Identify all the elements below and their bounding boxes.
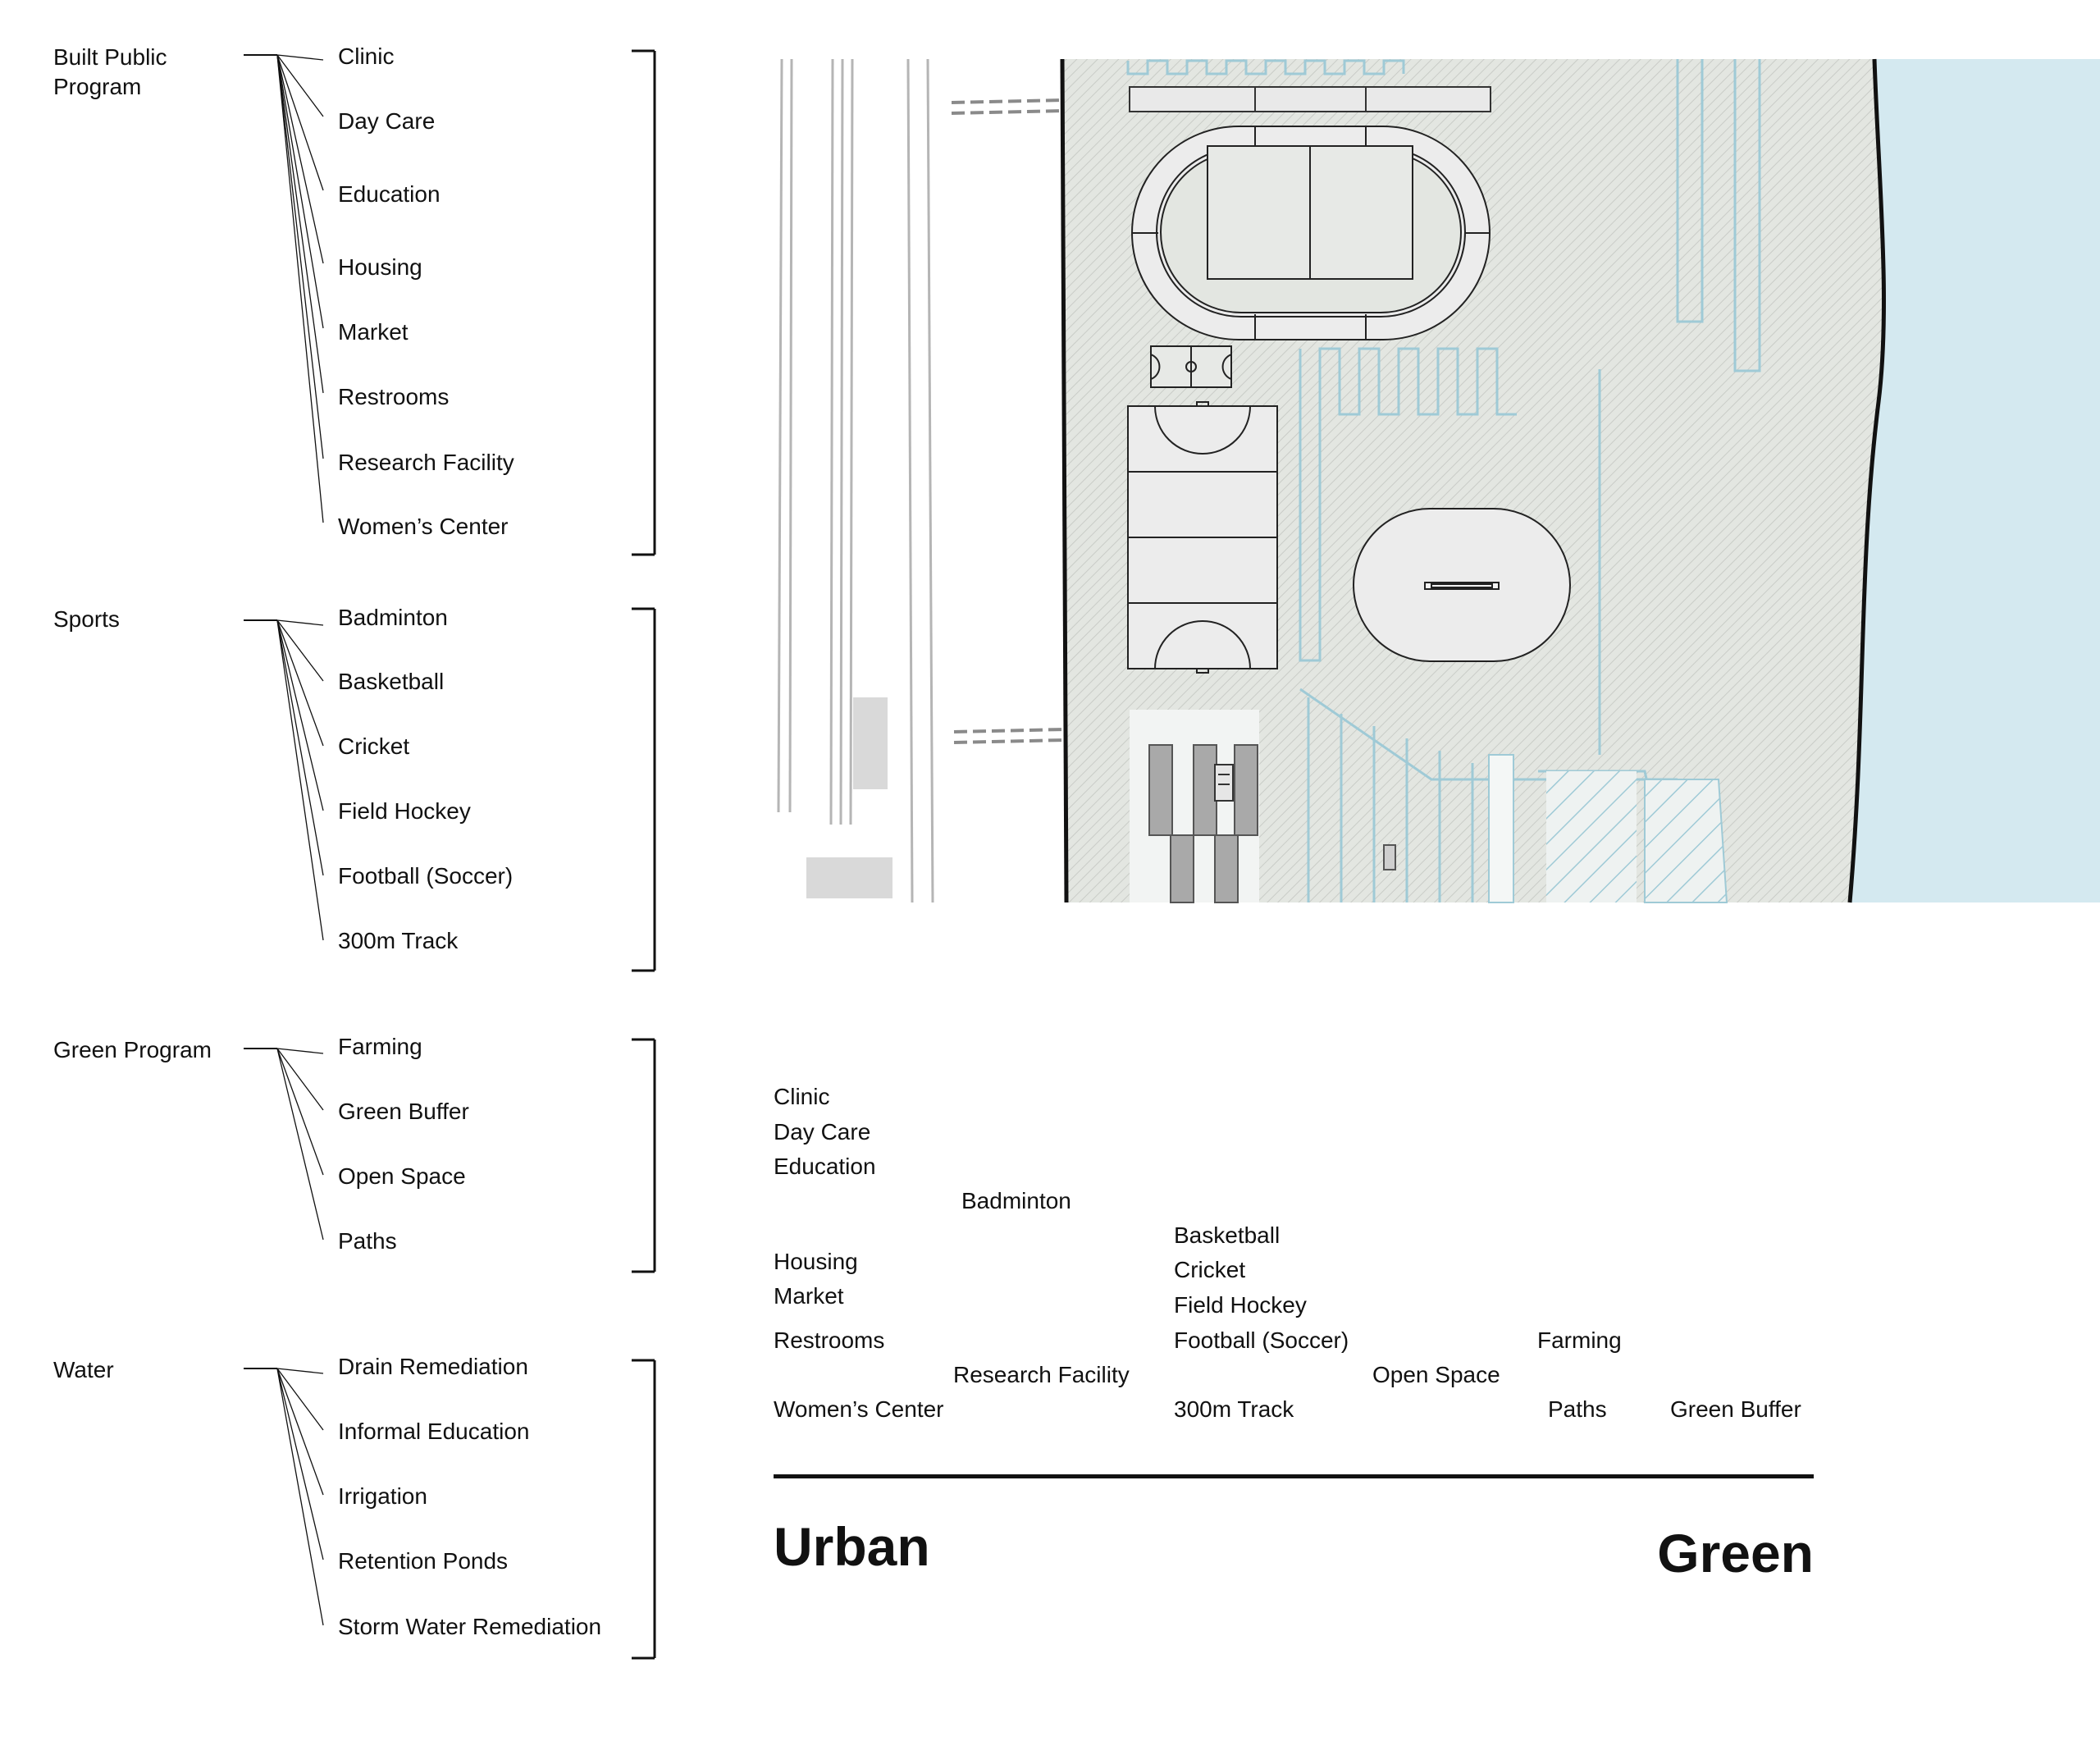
connector-line xyxy=(276,1368,324,1496)
spectrum-item: Cricket xyxy=(1174,1257,1246,1282)
connector-line xyxy=(276,54,324,61)
taxonomy-item: Green Buffer xyxy=(338,1099,469,1124)
bridge xyxy=(951,98,1065,744)
connector-line xyxy=(276,1048,324,1241)
connector-line xyxy=(276,619,324,747)
connector-line xyxy=(276,1368,324,1374)
taxonomy-item: Day Care xyxy=(338,108,436,134)
taxonomy-item: Restrooms xyxy=(338,384,450,409)
taxonomy-item: 300m Track xyxy=(338,928,459,953)
connector-line xyxy=(276,619,324,682)
spectrum-item: Market xyxy=(774,1283,844,1309)
spectrum-item: Basketball xyxy=(1174,1222,1281,1248)
taxonomy-item: Housing xyxy=(338,254,422,280)
taxonomy-item: Field Hockey xyxy=(338,798,471,824)
stair-strip xyxy=(1488,754,1514,903)
taxonomy-item: Clinic xyxy=(338,43,395,69)
site-plan xyxy=(777,58,2100,903)
connector-line xyxy=(276,619,324,876)
stand xyxy=(1129,86,1491,112)
spectrum-item: Research Facility xyxy=(953,1362,1130,1387)
spectrum-item: Education xyxy=(774,1154,876,1179)
taxonomy-item: Drain Remediation xyxy=(338,1354,528,1379)
connector-line xyxy=(276,1368,324,1560)
basketball-court xyxy=(1150,345,1232,388)
category-label: Built Public Program xyxy=(53,44,167,99)
taxonomy-item: Open Space xyxy=(338,1163,466,1189)
taxonomy-item: Market xyxy=(338,319,409,345)
taxonomy-item: Farming xyxy=(338,1034,422,1059)
taxonomy-item: Football (Soccer) xyxy=(338,863,514,889)
connector-line xyxy=(276,54,324,523)
connector-line xyxy=(276,1048,324,1111)
building-block xyxy=(853,697,888,789)
axis-label-urban: Urban xyxy=(774,1516,930,1577)
taxonomy-item: Informal Education xyxy=(338,1419,530,1444)
spectrum-item: Housing xyxy=(774,1249,858,1274)
spectrum-axis xyxy=(774,1474,1814,1478)
hatched-zone xyxy=(1546,771,1637,902)
axis-label-green: Green xyxy=(1657,1523,1814,1583)
taxonomy-item: Retention Ponds xyxy=(338,1548,509,1574)
taxonomy-item: Badminton xyxy=(338,605,448,630)
connector-line xyxy=(276,1048,324,1176)
taxonomy-item: Storm Water Remediation xyxy=(338,1614,602,1639)
spectrum-item: Farming xyxy=(1537,1327,1622,1353)
category-label: Sports xyxy=(53,606,120,632)
hockey-pitch xyxy=(1127,401,1278,674)
small-structure xyxy=(1383,844,1396,870)
spectrum-item: Green Buffer xyxy=(1670,1396,1801,1422)
taxonomy-item: Women’s Center xyxy=(338,514,509,539)
spectrum-item: Restrooms xyxy=(774,1327,885,1353)
spectrum-item: Open Space xyxy=(1372,1362,1500,1387)
spectrum-item: Women’s Center xyxy=(774,1396,944,1422)
spectrum-item: 300m Track xyxy=(1174,1396,1294,1422)
hatched-zone xyxy=(1644,779,1728,903)
building-block xyxy=(806,857,892,898)
taxonomy-item: Cricket xyxy=(338,733,410,759)
shoreline xyxy=(1847,58,1886,903)
taxonomy-item: Irrigation xyxy=(338,1483,427,1509)
taxonomy-item: Basketball xyxy=(338,669,445,694)
connector-line xyxy=(276,1368,324,1431)
connector-line xyxy=(276,54,324,117)
site-boundary xyxy=(1060,58,1069,903)
connector-line xyxy=(276,54,324,459)
connector-line xyxy=(276,619,324,626)
road xyxy=(777,58,934,903)
spectrum-item: Field Hockey xyxy=(1174,1292,1307,1318)
connector-line xyxy=(276,1368,324,1626)
water-body xyxy=(1850,59,2100,902)
cricket-oval xyxy=(1353,508,1571,662)
connector-line xyxy=(276,1048,324,1054)
connector-line xyxy=(276,619,324,811)
spectrum-item: Day Care xyxy=(774,1119,871,1145)
connector-line xyxy=(276,619,324,941)
connector-line xyxy=(276,54,324,191)
track-300m xyxy=(1131,126,1491,340)
spectrum-item: Clinic xyxy=(774,1084,830,1109)
spectrum-item: Badminton xyxy=(961,1188,1071,1213)
taxonomy-item: Research Facility xyxy=(338,450,514,475)
connector-line xyxy=(276,54,324,329)
badminton-buildings xyxy=(1130,710,1259,903)
taxonomy-item: Paths xyxy=(338,1228,397,1254)
spectrum-item: Football (Soccer) xyxy=(1174,1327,1349,1353)
spectrum-item: Paths xyxy=(1548,1396,1607,1422)
category-label: Water xyxy=(53,1357,114,1382)
connector-line xyxy=(276,54,324,264)
taxonomy-item: Education xyxy=(338,181,441,207)
category-label: Green Program xyxy=(53,1037,212,1062)
connector-line xyxy=(276,54,324,394)
